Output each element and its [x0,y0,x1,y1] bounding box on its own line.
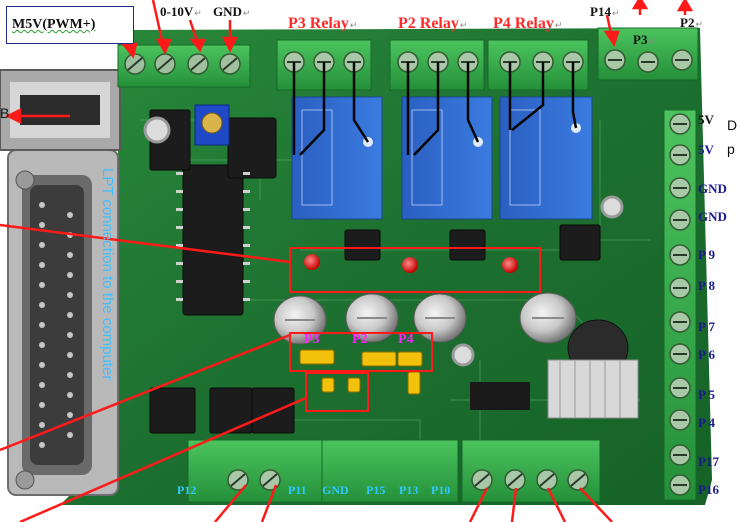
annotation-arrows [0,0,694,522]
label-pwm: M5V(PWM+) [12,17,96,32]
label-right-gnd-1: GND [698,181,727,196]
label-jumper-p2: P2 [352,332,368,347]
label-bottom-p15: P15 [366,483,386,497]
terminal-column-right [663,109,697,501]
trim-potentiometer [194,104,230,146]
label-p4-relay: P4 Relay↵ [493,15,563,32]
label-right-5v-2: 5V [698,142,714,157]
db25-connector [7,149,119,496]
label-p2-top: P2↵ [680,15,703,30]
label-p2-relay: P2 Relay↵ [398,15,468,32]
label-right-p6: P 6 [698,347,715,362]
label-lpt-connection: LPT connection to the computer [99,168,116,381]
jumpers [299,349,423,395]
label-p3-relay: P3 Relay↵ [288,15,358,32]
heatsink [470,359,639,419]
label-right-p5: P 5 [698,387,715,402]
label-bottom-p12: P12 [177,483,197,497]
label-right-5v-1: 5V [698,112,714,127]
label-jumper-p4: P4 [398,332,414,347]
edge-letter-d: D [727,117,737,133]
relays [291,96,593,220]
label-analog-gnd: GND↵ [213,4,251,19]
label-p14: P14↵ [590,4,620,19]
label-bottom-gnd: GND [322,483,349,497]
label-right-gnd-2: GND [698,209,727,224]
label-right-p17: P17 [698,454,719,469]
mounting-holes [143,116,624,367]
leds [304,254,518,273]
annotation-boxes [289,247,541,412]
ic-pins [176,172,250,301]
label-bottom-p10: P10 [431,483,451,497]
label-bottom-p11: P11 [288,483,307,497]
terminal-blocks-bottom [187,439,601,503]
label-right-p8: P 8 [698,278,715,293]
edge-letter-p: p [727,141,735,157]
pwm-label-box [6,6,134,44]
label-right-p4: P 4 [698,415,715,430]
relay-wires [292,62,578,156]
label-right-p9: P 9 [698,247,715,262]
label-p3-top: P3↵ [633,32,656,47]
label-analog: 0-10V↵ [160,4,202,19]
label-jumper-p3: P3 [304,332,320,347]
label-right-p16: P16 [698,482,719,497]
label-right-p7: P 7 [698,319,715,334]
edge-letter-b: B [0,105,10,121]
label-bottom-p13: P13 [399,483,419,497]
